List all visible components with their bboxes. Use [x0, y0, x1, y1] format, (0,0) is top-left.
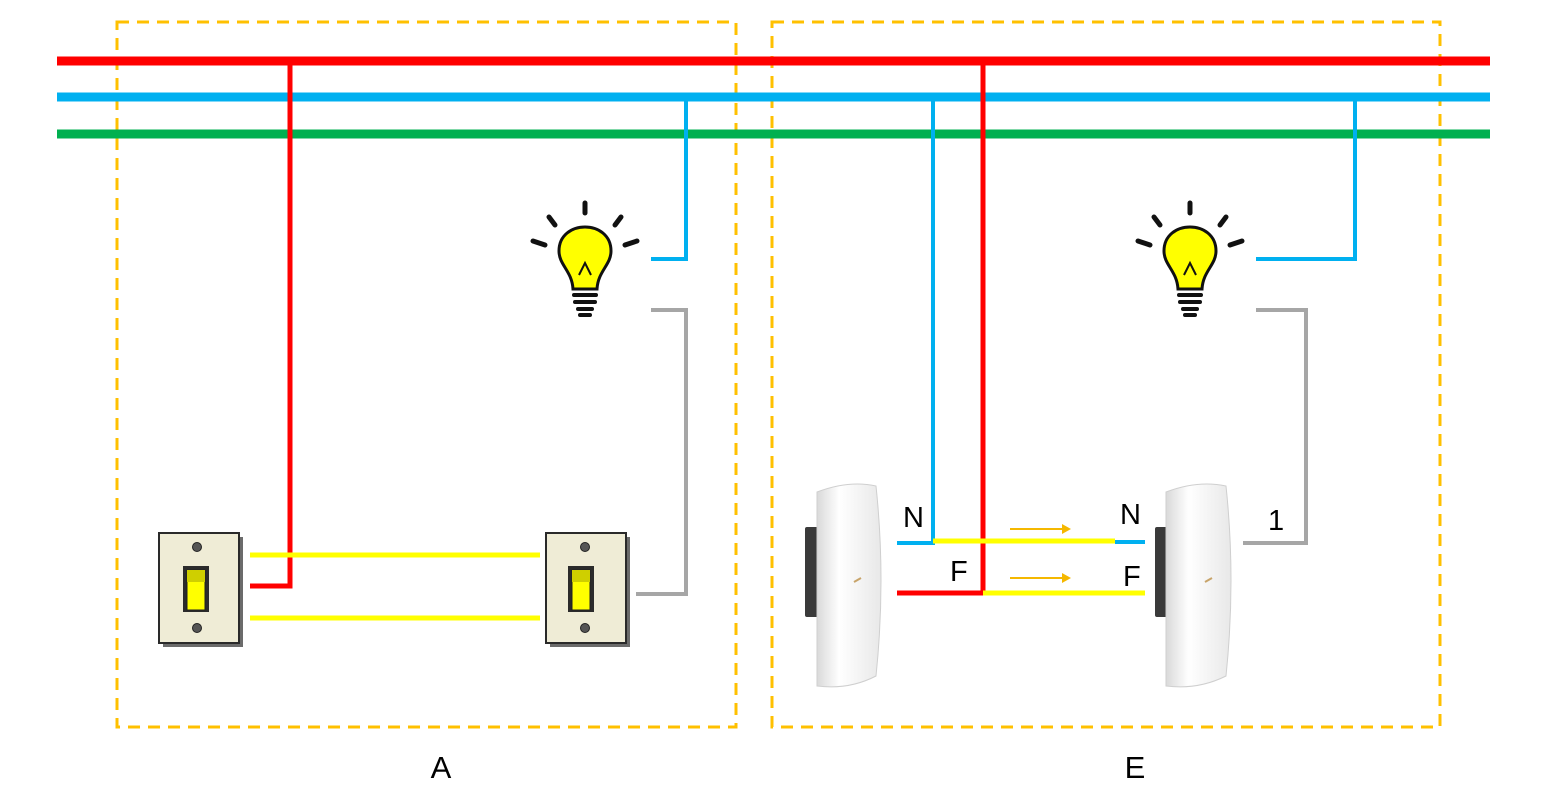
panel-e-border	[770, 20, 1442, 729]
panel-e-return-wire	[1243, 308, 1308, 545]
panel-a-bulb-icon	[530, 200, 640, 317]
panel-a-left-switch	[158, 532, 243, 647]
panel-a-phase-wire	[250, 61, 293, 589]
panel-e-neutral-drop	[897, 97, 935, 545]
panel-a-return-wire	[636, 308, 688, 596]
panel-e-right-smart-switch	[1155, 483, 1232, 688]
panel-a-caption: A	[431, 750, 452, 785]
terminal-label-right-f: F	[1123, 561, 1141, 593]
panel-e-bulb-icon	[1135, 200, 1245, 317]
panel-e-left-smart-switch	[805, 483, 882, 688]
panel-e-arrow-bottom	[1010, 573, 1071, 583]
terminal-label-left-f: F	[950, 556, 968, 588]
panel-e-neutral-wire	[1256, 97, 1357, 261]
terminal-label-right-1: 1	[1268, 505, 1284, 537]
panel-e-arrow-top	[1010, 524, 1071, 534]
panel-a-border	[115, 20, 738, 729]
panel-e-caption: E	[1125, 750, 1146, 785]
terminal-label-left-n: N	[903, 502, 924, 534]
panel-a-right-switch	[545, 532, 630, 647]
terminal-label-right-n: N	[1120, 499, 1141, 531]
panel-a-neutral-wire	[651, 97, 688, 261]
